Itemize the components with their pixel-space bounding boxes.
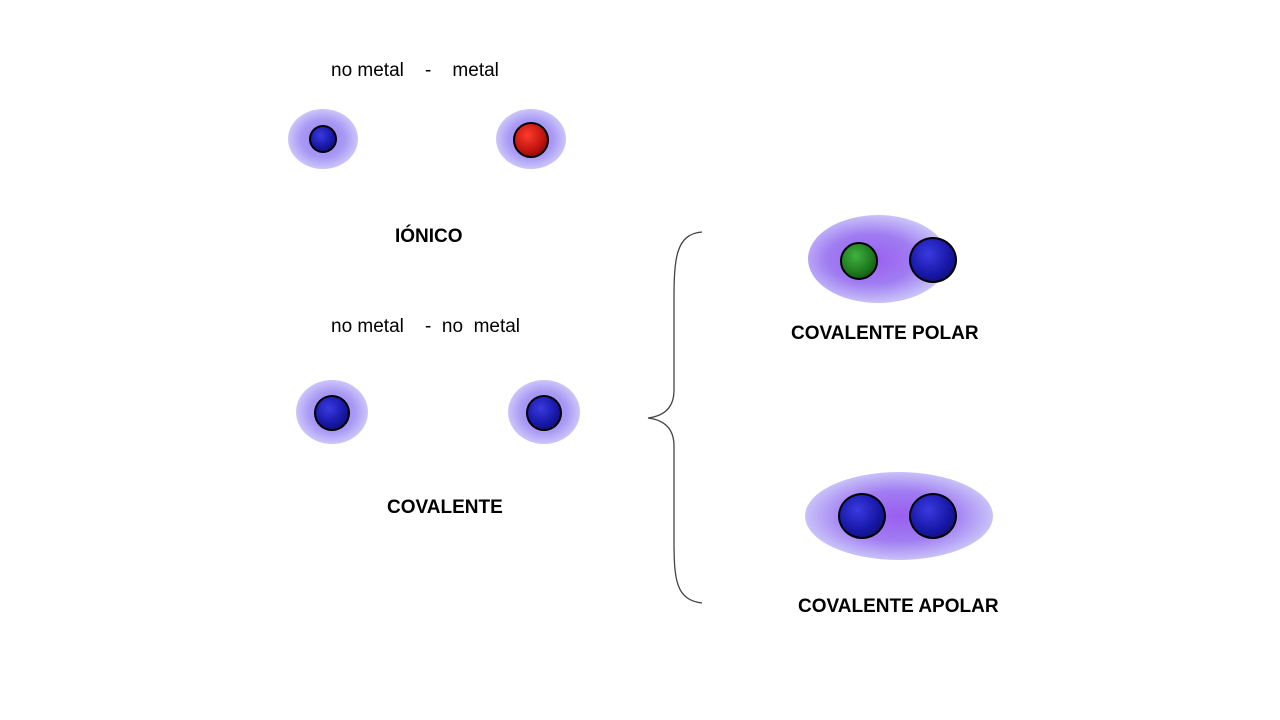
apolar-atom-right [909, 493, 957, 539]
nonmetal-atom-right [526, 395, 562, 431]
covalent-title: COVALENTE [387, 497, 503, 518]
nonmetal-atom [309, 125, 337, 153]
ionic-title: IÓNICO [395, 226, 463, 247]
polar-green-atom [840, 242, 878, 280]
apolar-atom-left [838, 493, 886, 539]
polar-title: COVALENTE POLAR [791, 323, 979, 344]
ionic-pair-label: no metal - metal [331, 60, 499, 81]
metal-atom [513, 122, 549, 158]
nonmetal-atom-left [314, 395, 350, 431]
polar-blue-atom [909, 237, 957, 283]
covalent-pair-label: no metal - no metal [331, 316, 521, 337]
apolar-title: COVALENTE APOLAR [798, 596, 999, 617]
apolar-electron-cloud [805, 472, 993, 560]
